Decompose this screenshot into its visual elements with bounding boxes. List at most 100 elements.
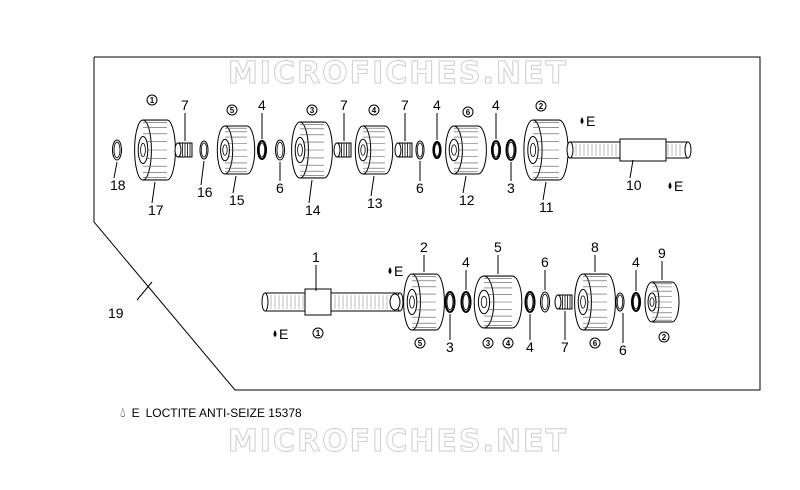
- lower-part-9-11-gear: [644, 281, 680, 323]
- upper-label-12-13: 12: [459, 192, 475, 208]
- upper-label-10-17: 10: [626, 177, 642, 193]
- upper-label-15-4-leader: [232, 175, 237, 194]
- lower-index-4-5: 4: [502, 337, 514, 349]
- lower-part-4-3-ring: [460, 291, 472, 313]
- lower-part-6-6-washer: [540, 291, 550, 313]
- svg-text:1: 1: [150, 96, 155, 105]
- lower-part-7-7-bearing: [554, 294, 573, 310]
- upper-label-4-14: 4: [492, 97, 500, 113]
- upper-loctite-mark-1: E: [580, 113, 595, 129]
- upper-part-11-16-gear: [523, 119, 569, 181]
- upper-part-16-3-washer: [199, 140, 209, 160]
- lower-part-2-1-gear: [403, 273, 445, 331]
- lower-label-2-1: 2: [420, 239, 428, 255]
- upper-index-5-4: 5: [226, 104, 238, 116]
- upper-label-10-17-leader: [629, 159, 634, 179]
- upper-label-17-1-leader: [151, 181, 156, 204]
- upper-label-15-4: 15: [229, 192, 245, 208]
- upper-label-7-2: 7: [181, 97, 189, 113]
- upper-label-11-16: 11: [539, 199, 554, 215]
- assembly-leader: [136, 281, 153, 301]
- lower-part-4-9-ring: [630, 292, 642, 312]
- upper-label-16-3: 16: [197, 184, 213, 200]
- lower-loctite-mark-1: E: [388, 263, 403, 279]
- upper-part-18-0-washer: [112, 139, 122, 161]
- lower-label-3-2: 3: [446, 339, 454, 355]
- upper-index-2-16: 2: [535, 100, 547, 112]
- lower-index-1-0: 1: [312, 327, 324, 339]
- upper-part-12-13-gear: [445, 125, 487, 175]
- svg-text:2: 2: [539, 102, 544, 111]
- lower-part-8-8-gear: [574, 273, 616, 331]
- upper-label-7-8: 7: [340, 97, 348, 113]
- upper-label-11-16-leader: [542, 181, 547, 201]
- assembly-frame: [93, 56, 761, 391]
- lower-part-1-0-shaft: [261, 292, 404, 312]
- svg-text:2: 2: [662, 333, 667, 342]
- upper-part-3-15-ring: [505, 139, 517, 161]
- lower-part-6-10-washer: [615, 292, 625, 312]
- lower-part-4-5-ring: [524, 291, 536, 313]
- svg-text:1: 1: [316, 329, 321, 338]
- svg-text:4: 4: [506, 339, 511, 348]
- upper-shaft-gear-cluster: [619, 138, 667, 162]
- upper-label-14-7: 14: [305, 202, 321, 218]
- lower-label-6-6: 6: [541, 254, 549, 270]
- upper-label-4-5: 4: [258, 97, 266, 113]
- lower-label-4-9: 4: [632, 254, 640, 270]
- lower-label-1-0: 1: [312, 249, 320, 265]
- upper-label-16-3-leader: [200, 160, 205, 186]
- lower-label-9-11: 9: [658, 245, 666, 261]
- upper-label-18-0-leader: [113, 161, 118, 179]
- upper-label-4-12: 4: [433, 97, 441, 113]
- upper-index-4-9: 4: [368, 104, 380, 116]
- svg-text:5: 5: [230, 106, 235, 115]
- upper-part-6-11-washer: [415, 140, 425, 160]
- lower-part-3-2-ring: [444, 291, 456, 313]
- lower-label-5-4: 5: [494, 239, 502, 255]
- lower-label-7-7: 7: [561, 339, 569, 355]
- upper-index-1-1: 1: [146, 94, 158, 106]
- upper-label-18-0: 18: [110, 177, 126, 193]
- upper-part-4-12-ring: [432, 141, 442, 159]
- upper-part-4-5-ring: [256, 140, 268, 160]
- lower-label-4-5: 4: [526, 339, 534, 355]
- svg-text:4: 4: [372, 106, 377, 115]
- svg-text:E: E: [586, 113, 595, 129]
- lower-index-5-1: 5: [414, 337, 426, 349]
- upper-part-13-9-gear: [354, 125, 394, 175]
- svg-text:3: 3: [486, 339, 491, 348]
- upper-part-4-14-ring: [490, 140, 502, 160]
- upper-index-3-7: 3: [306, 104, 318, 116]
- watermark-bottom: MICROFICHES.NET: [228, 424, 568, 460]
- upper-index-6-13: 6: [462, 106, 474, 118]
- lower-shaft-end: [389, 293, 401, 311]
- lower-part-5-4-gear: [473, 275, 523, 329]
- upper-label-14-7-leader: [308, 179, 313, 204]
- upper-part-6-6-washer: [275, 139, 285, 161]
- upper-part-7-2-bearing: [174, 142, 193, 158]
- upper-part-7-8-bearing: [333, 142, 352, 158]
- upper-part-7-10-bearing: [394, 142, 413, 158]
- lower-index-6-8: 6: [589, 337, 601, 349]
- svg-text:6: 6: [593, 339, 598, 348]
- upper-label-12-13-leader: [462, 175, 467, 194]
- svg-text:E: E: [394, 263, 403, 279]
- legend-text: LOCTITE ANTI-SEIZE 15378: [145, 405, 302, 420]
- upper-label-7-10: 7: [401, 97, 409, 113]
- svg-text:6: 6: [466, 108, 471, 117]
- upper-label-6-11: 6: [416, 180, 424, 196]
- upper-part-15-4-gear: [216, 125, 256, 175]
- watermark-top: MICROFICHES.NET: [228, 56, 568, 92]
- svg-text:5: 5: [418, 339, 423, 348]
- lower-label-8-8: 8: [591, 239, 599, 255]
- legend: 💧︎ E LOCTITE ANTI-SEIZE 15378: [120, 404, 302, 421]
- loctite-drop-icon: 💧︎: [120, 404, 126, 420]
- lower-shaft-gear-cluster: [304, 288, 332, 316]
- lower-label-6-10: 6: [619, 342, 627, 358]
- upper-label-13-9-leader: [370, 175, 375, 197]
- lower-index-2-11: 2: [658, 331, 670, 343]
